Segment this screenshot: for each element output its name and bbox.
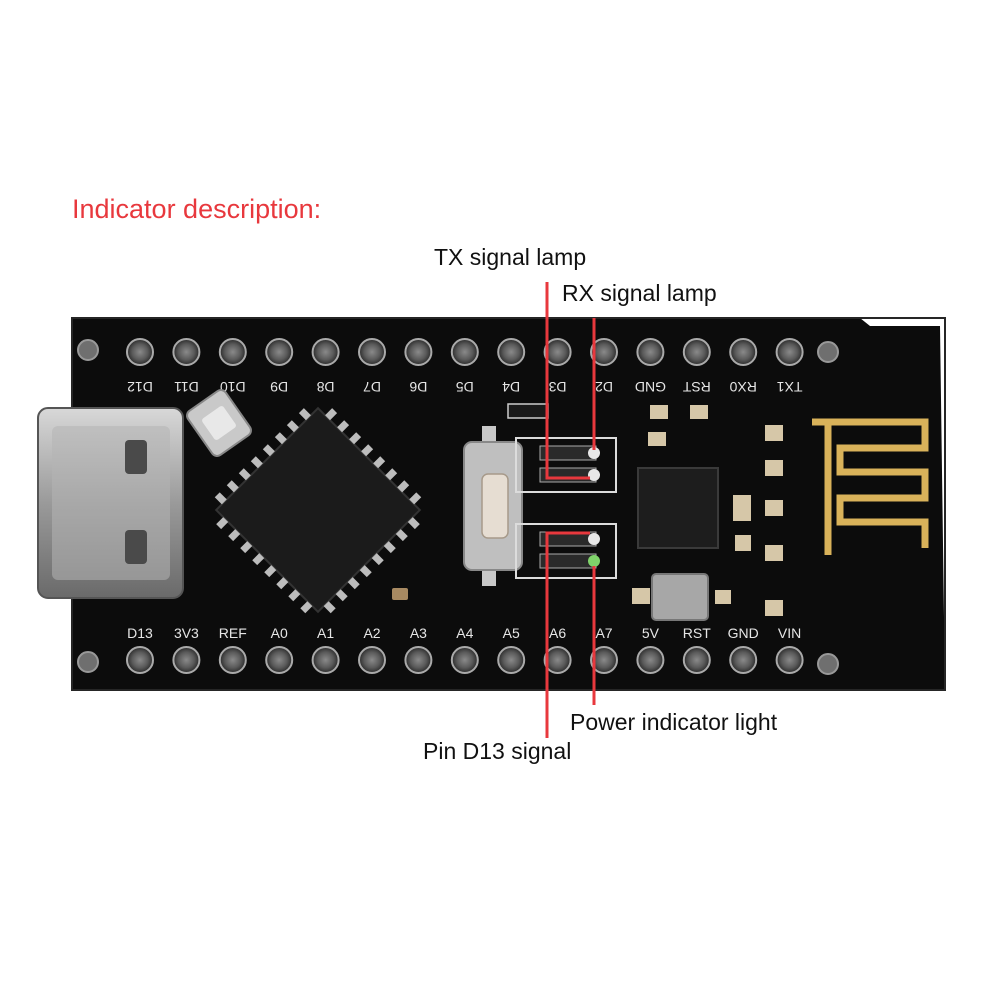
pin-label: A2 <box>363 625 380 641</box>
header-pad <box>775 646 804 674</box>
top-header-pads <box>126 338 804 366</box>
header-pad <box>682 646 711 674</box>
pin-label: GND <box>728 625 759 641</box>
power-indicator-label: Power indicator light <box>570 709 778 735</box>
header-pad <box>311 646 340 674</box>
header-pad <box>543 338 572 366</box>
pin-label: A1 <box>317 625 334 641</box>
crystal-oscillator <box>186 389 252 457</box>
pin-label: VIN <box>778 625 801 641</box>
pin-label: D3 <box>548 379 566 395</box>
header-pad <box>636 338 665 366</box>
header-pad <box>543 646 572 674</box>
d13-led <box>588 533 600 545</box>
pin-label: D12 <box>127 379 153 395</box>
pin-label: D8 <box>316 379 334 395</box>
header-pad <box>450 338 479 366</box>
tx-leader-line <box>545 282 590 480</box>
header-pad <box>636 646 665 674</box>
indicator-description-heading: Indicator description: <box>72 194 322 224</box>
header-pad <box>682 338 711 366</box>
bottom-header-pads <box>126 646 804 674</box>
pin-label: D6 <box>409 379 427 395</box>
pin-label: RX0 <box>729 379 756 395</box>
pin-label: A4 <box>456 625 473 641</box>
header-pad <box>218 646 247 674</box>
header-pad <box>729 646 758 674</box>
header-pad <box>775 338 804 366</box>
pin-label: REF <box>219 625 247 641</box>
header-pad <box>265 646 294 674</box>
pin-label: D4 <box>502 379 520 395</box>
microcontroller-chip <box>214 406 422 614</box>
leader-lines <box>545 282 596 738</box>
pin-label: D11 <box>174 379 199 395</box>
header-pad <box>404 646 433 674</box>
pin-label: A3 <box>410 625 427 641</box>
tx-signal-lamp-label: TX signal lamp <box>434 244 587 270</box>
pin-label: A7 <box>595 625 612 641</box>
pin-d13-signal-label: Pin D13 signal <box>423 738 572 764</box>
pin-label: D9 <box>270 379 288 395</box>
pin-label: RST <box>682 379 710 395</box>
header-pad <box>590 646 618 674</box>
bottom-pin-labels: D13 3V3 REF A0 A1 A2 A3 A4 A5 A6 A7 5V RST GND VIN <box>127 625 801 641</box>
top-pin-labels: D12 D11 D10 D9 D8 D7 D6 D5 D4 D3 D2 GND RST RX0 TX1 <box>127 379 802 395</box>
usb-c-connector <box>37 407 184 599</box>
pin-label: 5V <box>642 625 660 641</box>
header-pad <box>450 646 479 674</box>
header-pad <box>218 338 247 366</box>
pin-label: D5 <box>456 379 474 395</box>
pin-label: 3V3 <box>174 625 199 641</box>
header-pad <box>358 338 386 366</box>
pin-label: D2 <box>595 379 613 395</box>
pin-label: A0 <box>271 625 288 641</box>
header-pad <box>404 338 433 366</box>
header-pad <box>497 646 526 674</box>
pin-label: GND <box>635 379 666 395</box>
pin-label: A6 <box>549 625 566 641</box>
radio-chip <box>637 467 719 621</box>
led-block-lower <box>515 523 617 579</box>
header-pad <box>590 338 618 366</box>
smd-components <box>392 403 783 616</box>
pcb-antenna <box>812 418 929 555</box>
header-pad <box>358 646 386 674</box>
pin-label: D7 <box>363 379 381 395</box>
header-pad <box>126 338 154 366</box>
header-pad <box>172 646 201 674</box>
pin-label: RST <box>683 625 711 641</box>
rx-signal-lamp-label: RX signal lamp <box>562 280 717 306</box>
header-pad <box>497 338 526 366</box>
d13-leader-line <box>545 531 590 738</box>
header-pad <box>126 646 154 674</box>
header-pad <box>311 338 340 366</box>
pin-label: D10 <box>220 379 246 395</box>
pin-label: D13 <box>127 625 153 641</box>
header-pad <box>172 338 201 366</box>
rx-led <box>588 469 600 481</box>
tx-led <box>588 447 600 459</box>
pin-label: A5 <box>503 625 520 641</box>
reset-button <box>463 426 523 586</box>
power-led <box>588 555 600 567</box>
header-pad <box>265 338 294 366</box>
pin-label: TX1 <box>777 379 803 395</box>
header-pad <box>729 338 758 366</box>
